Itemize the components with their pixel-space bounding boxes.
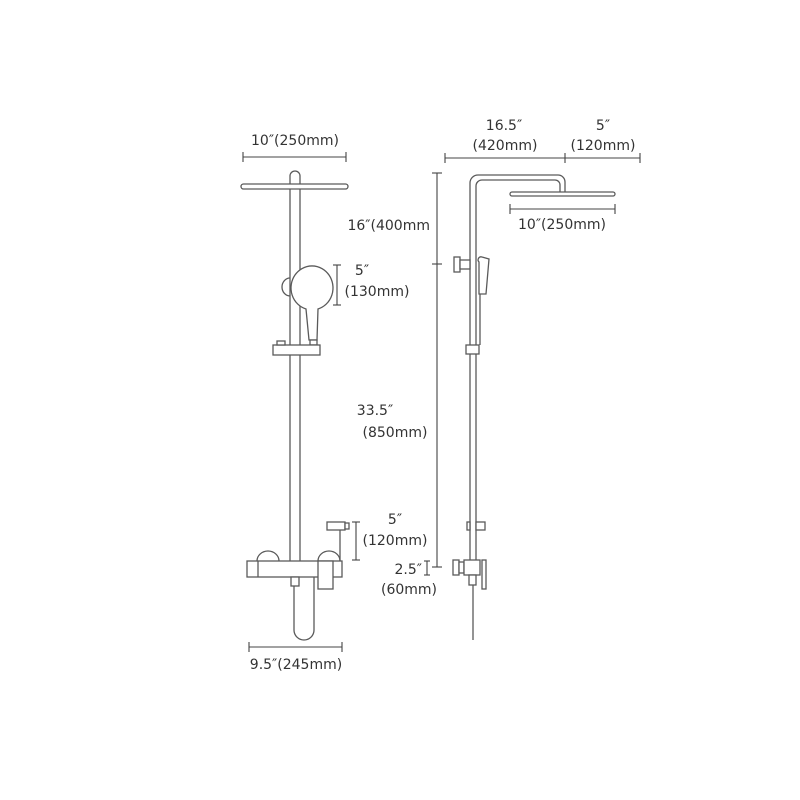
label-upper-height: 16″(400mm — [347, 218, 430, 234]
label-rail-height-mm: (850mm) — [363, 425, 428, 441]
label-handshower-in: 5″ — [355, 263, 369, 279]
outlet — [290, 576, 300, 587]
sprayer-tip — [344, 522, 350, 530]
dim-showerhead-width — [242, 152, 347, 162]
dim-head-width — [509, 204, 616, 214]
dim-vertical — [424, 172, 442, 576]
label-showerhead-width: 10″(250mm) — [251, 133, 339, 149]
hose-connector — [309, 339, 318, 346]
dim-valve-width — [248, 642, 343, 652]
label-arm-reach-mm: (420mm) — [473, 138, 538, 154]
shower-arm — [469, 174, 566, 560]
dim-handshower-height — [333, 264, 341, 306]
label-valve-height-in: 2.5″ — [395, 562, 423, 578]
label-valve-width: 9.5″(245mm) — [250, 657, 342, 673]
bracket-knob — [453, 256, 461, 273]
label-valve-height-mm: (60mm) — [381, 582, 437, 598]
label-sprayer-mm: (120mm) — [363, 533, 428, 549]
dim-top-reach — [444, 153, 641, 163]
rain-showerhead-side — [509, 191, 616, 197]
handshower-holder — [272, 344, 321, 356]
hand-shower — [290, 265, 334, 341]
holder-side — [465, 344, 480, 355]
sprayer-bracket-side — [466, 521, 471, 531]
front-view: 10″(250mm) 5″ (130mm) 5″ (120mm) 9.5″(24… — [240, 133, 428, 673]
label-rail-height-in: 33.5″ — [357, 403, 393, 419]
slide-rail — [289, 170, 301, 561]
wall-bracket — [281, 277, 291, 297]
label-arm-reach-in: 16.5″ — [486, 118, 522, 134]
dim-sprayer-height — [352, 521, 360, 561]
bottom-outlet-pipe — [293, 577, 315, 641]
label-head-width: 10″(250mm) — [518, 217, 606, 233]
holder-knob — [276, 340, 286, 346]
valve-handle-side[interactable] — [481, 559, 487, 590]
valve-knob-side[interactable] — [452, 559, 460, 576]
hand-shower-side — [477, 256, 490, 295]
valve-body-side — [463, 559, 481, 576]
rain-showerhead — [240, 183, 349, 190]
side-view: 16.5″ (420mm) 5″ (120mm) 10″(250mm) 16″(… — [347, 118, 641, 640]
knob-right — [317, 550, 341, 562]
label-head-offset-in: 5″ — [596, 118, 610, 134]
sprayer-head — [326, 521, 346, 531]
knob-left — [256, 550, 280, 562]
label-handshower-mm: (130mm) — [345, 284, 410, 300]
diverter-handle[interactable] — [317, 560, 334, 590]
label-head-offset-mm: (120mm) — [571, 138, 636, 154]
label-sprayer-in: 5″ — [388, 512, 402, 528]
